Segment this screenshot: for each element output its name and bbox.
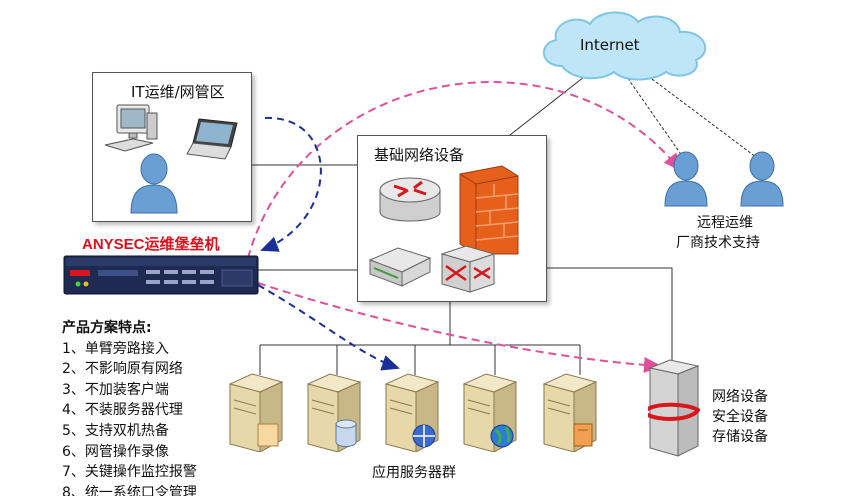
switch-icon bbox=[368, 247, 432, 287]
feature-item: 5、支持双机热备 bbox=[62, 422, 169, 439]
feature-item: 8、统一系统口令管理 bbox=[62, 484, 197, 496]
core-network-box: 基础网络设备 bbox=[357, 135, 547, 302]
remote-line1: 远程运维 bbox=[697, 215, 753, 231]
bastion-appliance-icon bbox=[63, 255, 259, 295]
feature-item: 1、单臂旁路接入 bbox=[62, 340, 169, 357]
core-network-label: 基础网络设备 bbox=[374, 146, 465, 164]
internet-cloud: Internet bbox=[532, 8, 720, 83]
internet-label: Internet bbox=[580, 36, 640, 54]
cloud-icon bbox=[543, 11, 707, 81]
server-web-icon bbox=[384, 373, 440, 452]
router-icon bbox=[379, 177, 441, 222]
storage-device-icon bbox=[648, 359, 700, 457]
bastion-label: ANYSEC运维堡垒机 bbox=[82, 236, 220, 253]
device-line2: 安全设备 bbox=[712, 409, 768, 425]
server-globe-icon bbox=[462, 373, 518, 452]
ops-access-paths bbox=[257, 116, 400, 371]
remote-user-icon bbox=[664, 151, 708, 207]
server-file-icon bbox=[542, 373, 598, 452]
feature-item: 2、不影响原有网络 bbox=[62, 361, 183, 378]
server-document-icon bbox=[228, 373, 284, 452]
remote-label: 远程运维 厂商技术支持 bbox=[676, 213, 760, 253]
desktop-computer-icon bbox=[104, 104, 158, 152]
feature-item: 7、关键操作监控报警 bbox=[62, 464, 197, 481]
it-zone-label: IT运维/网管区 bbox=[131, 83, 225, 101]
device-line1: 网络设备 bbox=[712, 389, 768, 405]
server-group-label: 应用服务器群 bbox=[372, 465, 456, 481]
device-label: 网络设备 安全设备 存储设备 bbox=[712, 387, 768, 447]
feature-list: 产品方案特点: 1、单臂旁路接入 2、不影响原有网络 3、不加装客户端 4、不装… bbox=[62, 318, 197, 496]
server-database-icon bbox=[306, 373, 362, 452]
feature-item: 6、网管操作录像 bbox=[62, 443, 169, 460]
vendor-user-icon bbox=[740, 151, 784, 207]
laptop-icon bbox=[186, 118, 238, 160]
feature-item: 4、不装服务器代理 bbox=[62, 402, 183, 419]
feature-item: 3、不加装客户端 bbox=[62, 381, 169, 398]
remote-access-paths bbox=[247, 81, 682, 374]
device-line3: 存储设备 bbox=[712, 429, 768, 445]
core-switch-icon bbox=[440, 245, 496, 293]
user-icon bbox=[130, 153, 178, 214]
network-links bbox=[252, 65, 761, 375]
remote-line2: 厂商技术支持 bbox=[676, 235, 760, 251]
it-zone-box: IT运维/网管区 bbox=[92, 72, 252, 222]
firewall-icon bbox=[459, 165, 519, 255]
feature-title: 产品方案特点: bbox=[62, 320, 152, 336]
